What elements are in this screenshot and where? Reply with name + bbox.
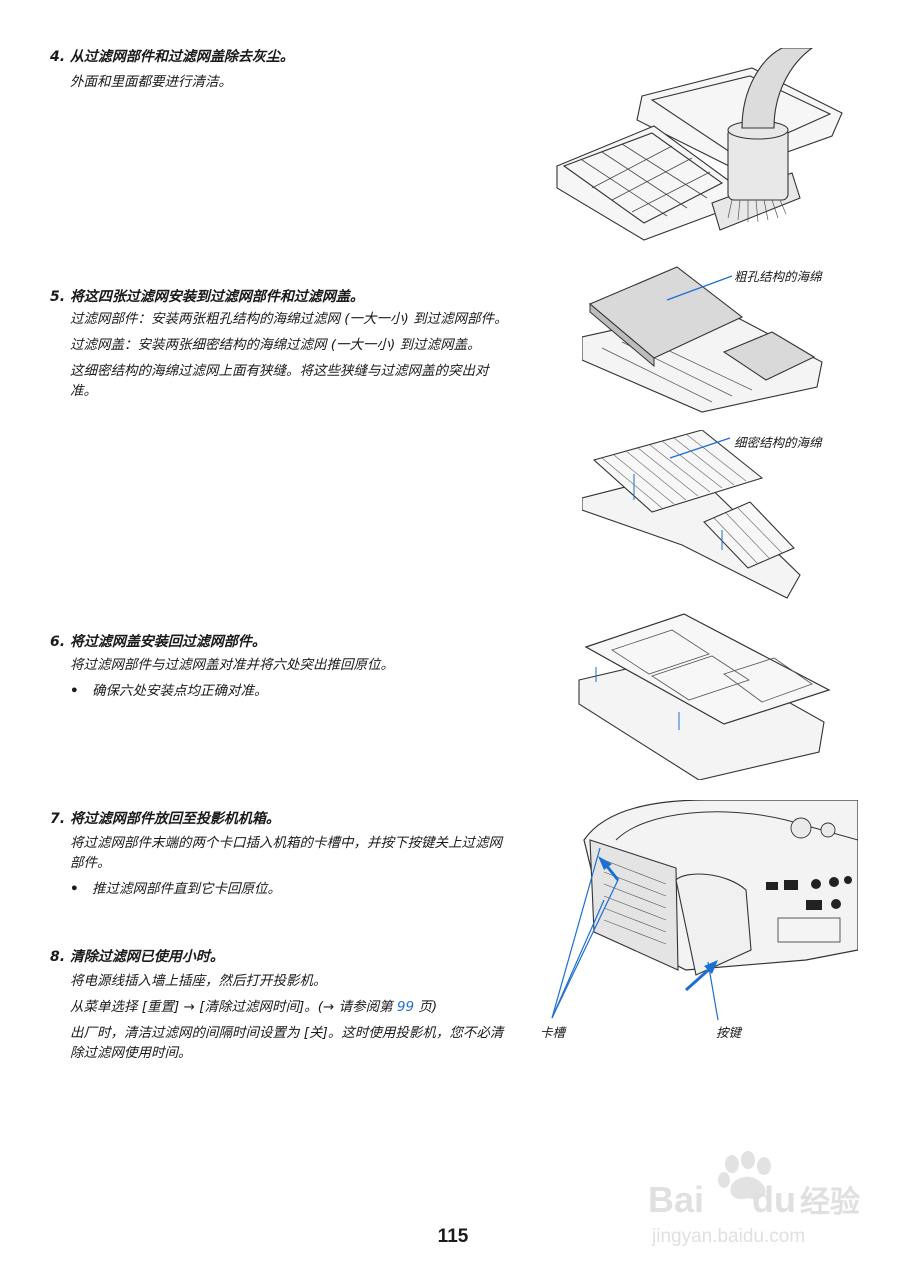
- svg-text:jingyan.baidu.com: jingyan.baidu.com: [651, 1226, 805, 1247]
- slot-label: 卡槽: [540, 1025, 566, 1040]
- step-8-paragraph-2: 出厂时，清洁过滤网的间隔时间设置为 [关]。这时使用投影机，您不必清除过滤网使用…: [70, 1025, 504, 1061]
- cover-attach-illustration: [578, 613, 831, 780]
- vacuum-cleaning-illustration: [556, 48, 843, 241]
- bullet-dot: •: [70, 881, 79, 897]
- step-7-title: 7. 将过滤网部件放回至投影机机箱。: [50, 811, 280, 827]
- step-4-title: 4. 从过滤网部件和过滤网盖除去灰尘。: [50, 49, 294, 65]
- step-5-paragraph-2: 过滤网盖：安装两张细密结构的海绵过滤网 (一大一小) 到过滤网盖。: [70, 337, 481, 353]
- step-5-body: 过滤网部件：安装两张粗孔结构的海绵过滤网 (一大一小) 到过滤网部件。 过滤网盖…: [70, 309, 510, 407]
- step-6-bullet: • 确保六处安装点均正确对准。: [70, 681, 510, 701]
- step-8-paragraph-1: 将电源线插入墙上插座，然后打开投影机。: [70, 973, 327, 989]
- step-7-bullet: • 推过滤网部件直到它卡回原位。: [70, 879, 510, 899]
- svg-text:du: du: [752, 1179, 796, 1220]
- step-8-title: 8. 清除过滤网已使用小时。: [50, 949, 224, 965]
- step-5-paragraph-1: 过滤网部件：安装两张粗孔结构的海绵过滤网 (一大一小) 到过滤网部件。: [70, 311, 508, 327]
- step-5-title: 5. 将这四张过滤网安装到过滤网部件和过滤网盖。: [50, 289, 364, 305]
- step-7-paragraph: 将过滤网部件末端的两个卡口插入机箱的卡槽中，并按下按键关上过滤网部件。: [70, 835, 502, 871]
- page-number: 115: [437, 1226, 469, 1247]
- svg-text:Bai: Bai: [648, 1179, 704, 1220]
- step-5-paragraph-3: 这细密结构的海绵过滤网上面有狭缝。将这些狭缝与过滤网盖的突出对准。: [70, 363, 489, 399]
- step-4-paragraph: 外面和里面都要进行清洁。: [70, 74, 232, 90]
- baidu-watermark-logo: Bai du 经验 jingyan.baidu.com: [648, 1151, 860, 1247]
- projector-filter-insert-illustration: [583, 800, 858, 992]
- fine-sponge-illustration: [582, 430, 801, 599]
- step-6-body: 将过滤网部件与过滤网盖对准并将六处突出推回原位。 • 确保六处安装点均正确对准。: [70, 655, 510, 707]
- coarse-sponge-illustration: [582, 266, 823, 413]
- coarse-sponge-label: 粗孔结构的海绵: [734, 269, 822, 284]
- step-8-body: 将电源线插入墙上插座，然后打开投影机。 从菜单选择 [重置] → [清除过滤网时…: [70, 971, 510, 1069]
- menu-path-suffix: 页): [414, 999, 438, 1015]
- step-7-bullet-text: 推过滤网部件直到它卡回原位。: [92, 881, 281, 897]
- callout-lines: [551, 847, 719, 1021]
- page-reference-link[interactable]: 99: [396, 999, 415, 1015]
- menu-path-text: 从菜单选择 [重置] → [清除过滤网时间]。(→ 请参阅第: [70, 999, 397, 1015]
- step-6-bullet-text: 确保六处安装点均正确对准。: [92, 683, 268, 699]
- bullet-dot: •: [70, 683, 79, 699]
- fine-sponge-label: 细密结构的海绵: [734, 435, 822, 450]
- step-4-body: 外面和里面都要进行清洁。: [70, 72, 510, 98]
- button-label: 按键: [716, 1025, 742, 1040]
- step-8-menu-line: 从菜单选择 [重置] → [清除过滤网时间]。(→ 请参阅第 99 页): [70, 997, 510, 1017]
- step-6-title: 6. 将过滤网盖安装回过滤网部件。: [50, 634, 266, 650]
- svg-text:经验: 经验: [800, 1185, 860, 1220]
- step-7-body: 将过滤网部件末端的两个卡口插入机箱的卡槽中，并按下按键关上过滤网部件。 • 推过…: [70, 833, 510, 905]
- step-6-paragraph: 将过滤网部件与过滤网盖对准并将六处突出推回原位。: [70, 657, 394, 673]
